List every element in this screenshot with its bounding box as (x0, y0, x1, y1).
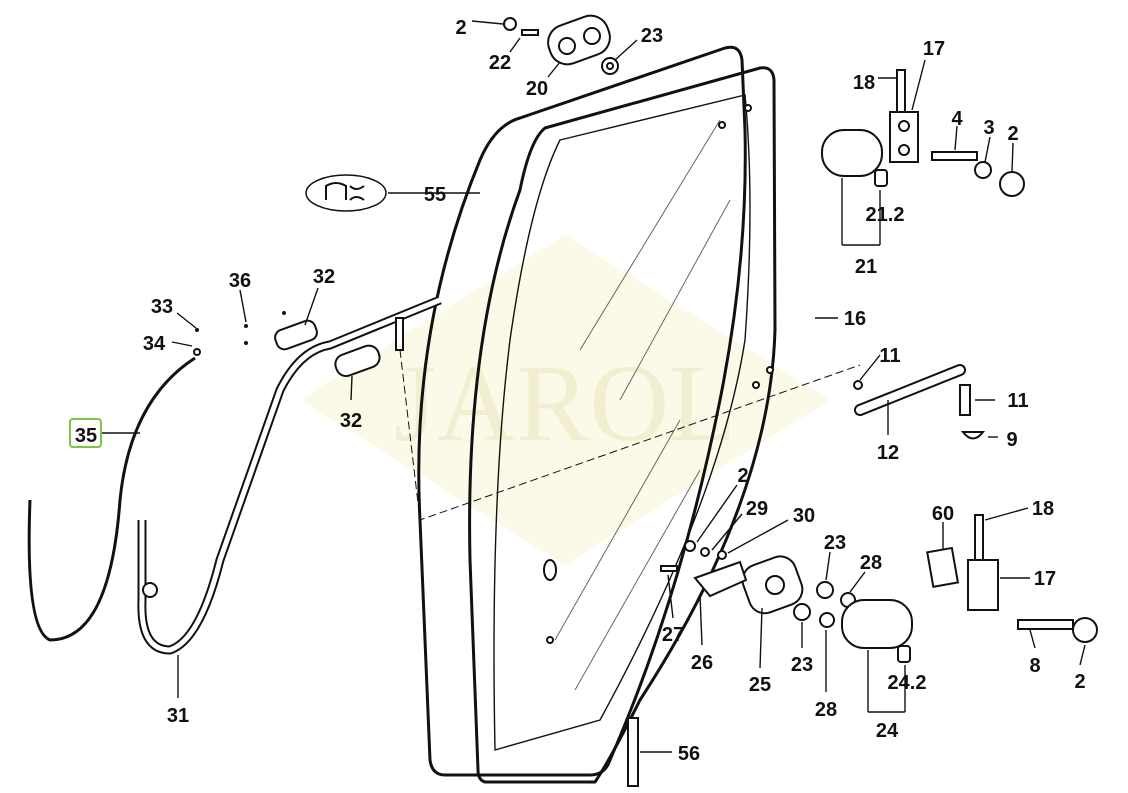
callout-8[interactable]: 8 (1029, 655, 1040, 677)
callout-22[interactable]: 22 (489, 52, 511, 74)
callout-56[interactable]: 56 (678, 743, 700, 765)
callout-17[interactable]: 17 (1034, 568, 1056, 590)
callout-3[interactable]: 3 (983, 117, 994, 139)
callout-21[interactable]: 21 (855, 256, 877, 278)
callout-55[interactable]: 55 (424, 184, 446, 206)
callout-24-2[interactable]: 24.2 (888, 672, 927, 694)
callout-26[interactable]: 26 (691, 652, 713, 674)
callout-36[interactable]: 36 (229, 270, 251, 292)
callout-31[interactable]: 31 (167, 705, 189, 727)
callout-23[interactable]: 23 (641, 25, 663, 47)
lower-hinge (660, 514, 1098, 663)
seal-strip (627, 717, 639, 787)
gas-strut (853, 364, 986, 440)
callout-2[interactable]: 2 (1074, 671, 1085, 693)
callout-27[interactable]: 27 (662, 624, 684, 646)
callout-2[interactable]: 2 (1007, 123, 1018, 145)
callout-23[interactable]: 23 (824, 532, 846, 554)
callout-60[interactable]: 60 (932, 503, 954, 525)
cable (27, 356, 196, 642)
watermark-logo: JAROL (394, 342, 736, 464)
callout-11[interactable]: 11 (1007, 390, 1028, 412)
callout-25[interactable]: 25 (749, 674, 771, 696)
callout-16[interactable]: 16 (844, 308, 866, 330)
leader-lines (100, 20, 1086, 753)
callout-12[interactable]: 12 (877, 442, 899, 464)
callout-2[interactable]: 2 (737, 465, 748, 487)
callout-29[interactable]: 29 (746, 498, 768, 520)
handle-rod (137, 295, 442, 655)
callout-20[interactable]: 20 (526, 78, 548, 100)
callout-34[interactable]: 34 (143, 333, 166, 355)
glass-inner (493, 94, 751, 751)
callout-9[interactable]: 9 (1006, 429, 1017, 451)
callout-35[interactable]: 35 (75, 425, 97, 447)
callout-18[interactable]: 18 (1032, 498, 1054, 520)
callout-28[interactable]: 28 (815, 699, 837, 721)
callout-24[interactable]: 24 (876, 720, 899, 742)
callout-33[interactable]: 33 (151, 296, 173, 318)
highlight-box-35 (69, 418, 102, 448)
callout-labels: 2 22 20 23 17 18 4 3 2 55 21.2 21 36 32 … (75, 17, 1086, 765)
callout-2[interactable]: 2 (455, 17, 466, 39)
hinge-plate-20 (503, 14, 619, 75)
callout-17[interactable]: 17 (923, 38, 945, 60)
upper-hinge (821, 69, 1025, 197)
callout-32[interactable]: 32 (340, 410, 362, 432)
callout-23[interactable]: 23 (791, 654, 813, 676)
callout-32[interactable]: 32 (313, 266, 335, 288)
callout-21-2[interactable]: 21.2 (866, 204, 905, 226)
callout-30[interactable]: 30 (793, 505, 815, 527)
callout-28[interactable]: 28 (860, 552, 882, 574)
callout-11[interactable]: 11 (879, 345, 900, 367)
callout-4[interactable]: 4 (951, 108, 963, 130)
callout-18[interactable]: 18 (853, 72, 875, 94)
